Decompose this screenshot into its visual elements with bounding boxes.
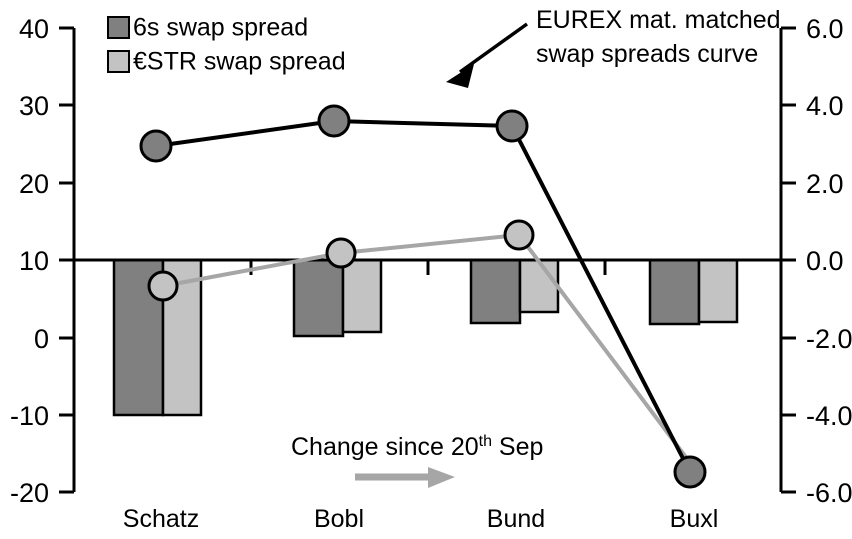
right-tick-0: 0.0: [806, 246, 844, 276]
change-note-main: Change since 20: [291, 433, 479, 461]
left-axis: [59, 26, 76, 494]
chart-legend: 6s swap spread €STR swap spread: [107, 14, 346, 76]
marker-change-bobl: [325, 237, 357, 269]
category-axis-labels: Schatz Bobl Bund Buxl: [123, 505, 719, 533]
change-note-text: Change since 20th Sep: [291, 433, 543, 461]
left-tick-n20: -20: [10, 478, 49, 508]
legend-item-6s-swap-spread[interactable]: 6s swap spread: [107, 14, 308, 42]
left-tick-20: 20: [19, 169, 49, 199]
callout-line-2: swap spreads curve: [536, 40, 758, 68]
right-tick-4: 4.0: [806, 91, 844, 121]
legend-label-6s: 6s swap spread: [133, 14, 308, 42]
marker-eurex-schatz: [139, 129, 173, 163]
left-tick-n10: -10: [10, 401, 49, 431]
marker-change-schatz: [147, 270, 179, 302]
series-change-line: [162, 232, 699, 474]
marker-change-bund: [503, 219, 535, 251]
left-tick-30: 30: [19, 91, 49, 121]
legend-item-estr-swap-spread[interactable]: €STR swap spread: [107, 48, 346, 76]
category-label-bobl: Bobl: [314, 505, 364, 533]
change-note-suffix: Sep: [492, 433, 543, 461]
right-tick-n6: -6.0: [806, 478, 852, 508]
category-label-bund: Bund: [487, 505, 545, 533]
right-axis: [779, 26, 796, 494]
bar-estr-bund: [518, 258, 560, 314]
category-label-buxl: Buxl: [670, 505, 719, 533]
callout-annotation-eurex: EUREX mat. matched swap spreads curve: [446, 6, 781, 88]
bar-6s-buxl: [648, 258, 701, 326]
right-tick-n2: -2.0: [806, 324, 852, 354]
bar-6s-bobl: [292, 258, 345, 338]
bar-group-bobl: [292, 258, 383, 338]
right-axis-tick-labels: 6.0 4.0 2.0 0.0 -2.0 -4.0 -6.0: [806, 14, 852, 508]
legend-swatch-6s-icon: [107, 16, 130, 39]
bar-estr-bobl: [341, 258, 383, 334]
left-tick-10: 10: [19, 246, 49, 276]
marker-eurex-bobl: [317, 104, 351, 138]
change-arrow-head-icon: [428, 467, 455, 488]
category-label-schatz: Schatz: [123, 505, 199, 533]
right-tick-6: 6.0: [806, 14, 844, 44]
series-eurex-line: [155, 118, 692, 473]
category-tick-marks: [249, 260, 607, 275]
right-tick-n4: -4.0: [806, 401, 852, 431]
callout-arrow-shaft: [458, 22, 529, 74]
callout-line-1: EUREX mat. matched: [536, 6, 781, 34]
bar-estr-buxl: [697, 258, 739, 324]
legend-label-estr: €STR swap spread: [133, 48, 346, 76]
marker-eurex-bund: [495, 109, 529, 143]
marker-eurex-buxl: [673, 455, 707, 489]
bar-group-buxl: [648, 258, 739, 326]
left-tick-40: 40: [19, 14, 49, 44]
left-tick-0: 0: [34, 324, 49, 354]
series-change-since-sep: [147, 219, 699, 474]
bar-6s-bund: [469, 258, 522, 325]
left-axis-tick-labels: 40 30 20 10 0 -10 -20: [10, 14, 49, 508]
series-eurex-curve: [139, 104, 707, 489]
change-note-superscript: th: [479, 433, 492, 450]
bar-group-bund: [469, 258, 560, 325]
right-tick-2: 2.0: [806, 169, 844, 199]
legend-swatch-estr-icon: [107, 50, 130, 73]
change-since-annotation: Change since 20th Sep: [291, 433, 543, 488]
callout-arrow-head-icon: [446, 64, 474, 88]
